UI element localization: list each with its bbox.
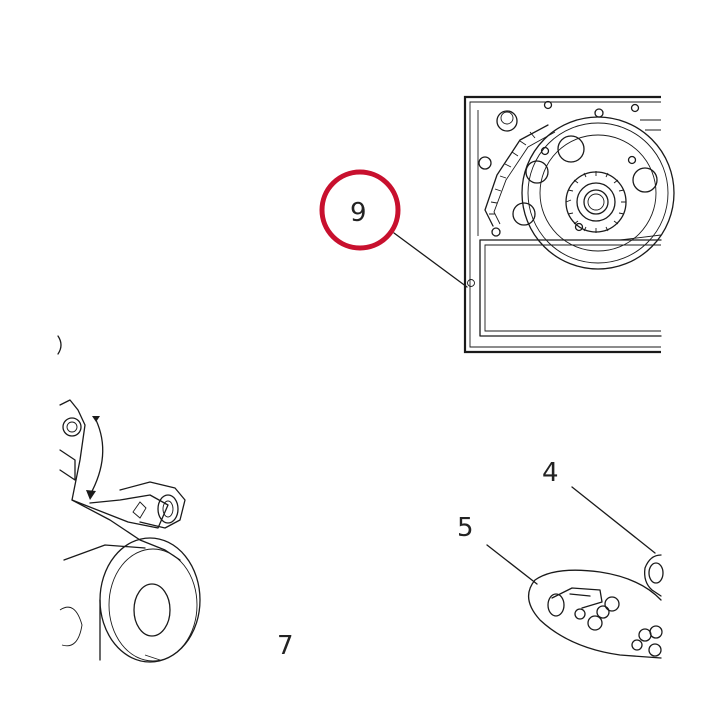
- callout-number-7: 7: [277, 631, 294, 661]
- leader-line-5: [486, 544, 538, 585]
- housing-assembly: [57, 335, 201, 663]
- end-plates: [528, 554, 664, 659]
- highlight-ring: [319, 169, 401, 251]
- callout-number-4: 4: [542, 458, 559, 488]
- leader-line-9: [393, 232, 468, 288]
- callout-number-5: 5: [457, 513, 474, 543]
- callout-number-9: 9: [350, 198, 367, 228]
- callout-9: 9: [319, 169, 401, 251]
- gear-housing-cover: [463, 95, 675, 354]
- leader-line-4: [571, 486, 656, 554]
